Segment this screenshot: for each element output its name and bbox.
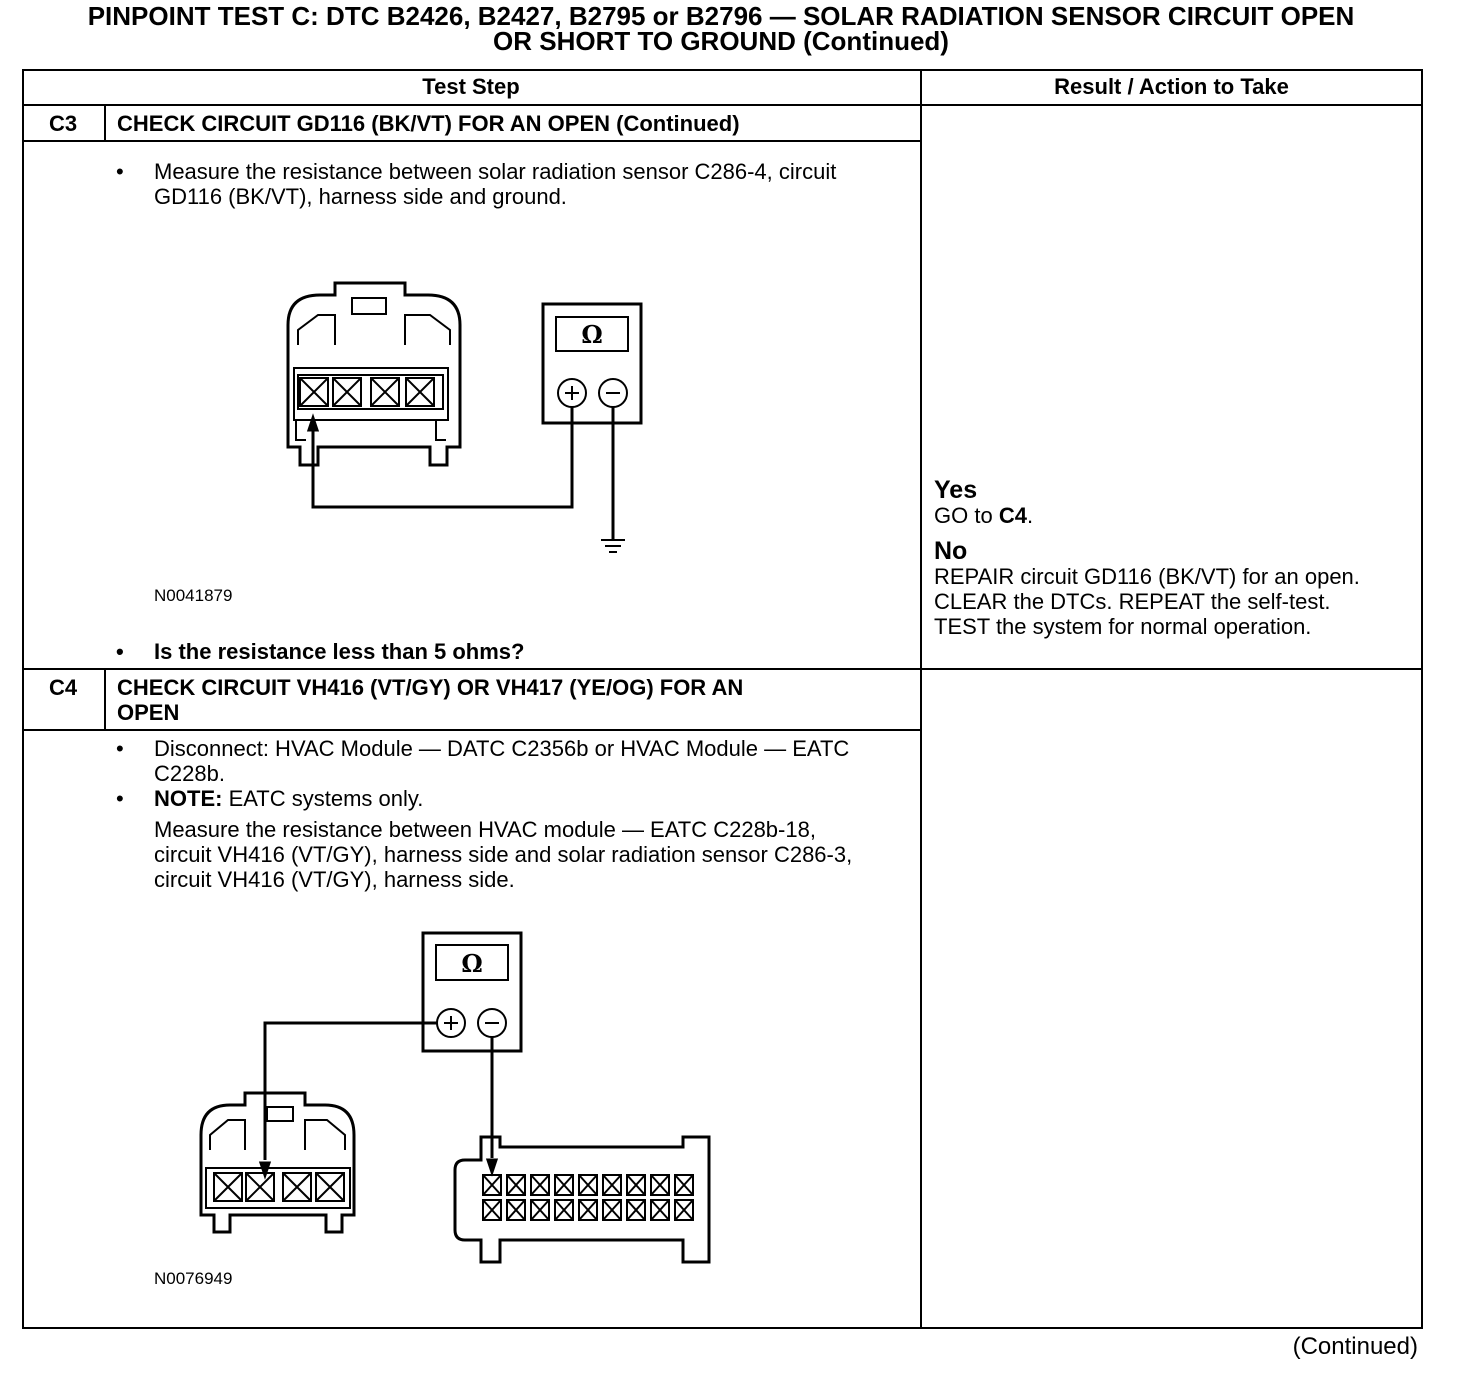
- c3-heading-rule: [22, 140, 922, 142]
- result-yes-text: GO to: [934, 503, 993, 528]
- result-no-label: No: [934, 537, 968, 565]
- title-line-2: OR SHORT TO GROUND (Continued): [493, 26, 949, 56]
- result-no-text: REPAIR circuit GD116 (BK/VT) for an open…: [934, 564, 1360, 639]
- bullet-dot: •: [116, 736, 124, 761]
- c4-heading-rule: [22, 729, 922, 731]
- c4-hvac-connector-illustration: [453, 1135, 711, 1264]
- c4-wiring: [258, 1021, 499, 1180]
- continued-footer: (Continued): [1292, 1333, 1418, 1360]
- step-heading-c4-line2: OPEN: [117, 700, 180, 725]
- column-divider: [920, 69, 922, 1329]
- c3-sensor-connector-illustration: [286, 281, 462, 467]
- ohm-icon: Ω: [461, 949, 482, 978]
- bullet-dot: •: [116, 159, 124, 184]
- result-yes-label: Yes: [934, 476, 978, 504]
- bullet-dot: •: [116, 639, 124, 664]
- c3-question: • Is the resistance less than 5 ohms?: [116, 639, 525, 664]
- row-divider: [22, 668, 1423, 670]
- result-yes-action: GO to C4.: [934, 503, 1033, 528]
- c3-instruction: • Measure the resistance between solar r…: [116, 159, 894, 209]
- c4-note-label: NOTE:: [154, 786, 223, 811]
- ohm-icon: Ω: [581, 320, 602, 349]
- c4-measure-text: Measure the resistance between HVAC modu…: [154, 817, 853, 892]
- c4-figure-id: N0076949: [154, 1269, 233, 1288]
- c3-question-text: Is the resistance less than 5 ohms?: [154, 639, 525, 664]
- test-table: [22, 69, 1423, 1329]
- c4-sensor-connector-illustration: [199, 1091, 356, 1234]
- result-yes-end: .: [1026, 503, 1034, 528]
- step-id-c3: C3: [48, 111, 78, 136]
- col-header-test-step: Test Step: [422, 74, 520, 99]
- step-id-c4: C4: [48, 675, 78, 700]
- c3-figure-id: N0041879: [154, 586, 233, 605]
- c3-wiring: [306, 407, 625, 553]
- step-heading-c4: CHECK CIRCUIT VH416 (VT/GY) OR VH417 (YE…: [117, 675, 743, 725]
- header-rule: [22, 104, 1423, 106]
- c4-id-divider: [104, 668, 106, 730]
- col-header-result: Result / Action to Take: [1054, 74, 1289, 99]
- page-title: PINPOINT TEST C: DTC B2426, B2427, B2795…: [0, 1, 1442, 56]
- c4-disconnect-text: Disconnect: HVAC Module — DATC C2356b or…: [154, 736, 850, 786]
- step-heading-c3: CHECK CIRCUIT GD116 (BK/VT) FOR AN OPEN …: [117, 111, 740, 136]
- step-heading-c4-line1: CHECK CIRCUIT VH416 (VT/GY) OR VH417 (YE…: [117, 675, 744, 700]
- c4-note: • NOTE: EATC systems only.: [116, 786, 424, 811]
- result-yes-target: C4: [998, 503, 1027, 528]
- c4-note-text: EATC systems only.: [228, 786, 424, 811]
- c3-id-divider: [104, 104, 106, 142]
- title-line-1: PINPOINT TEST C: DTC B2426, B2427, B2795…: [87, 1, 1355, 31]
- bullet-dot: •: [116, 786, 124, 811]
- c4-disconnect: • Disconnect: HVAC Module — DATC C2356b …: [116, 736, 884, 786]
- c3-instruction-text: Measure the resistance between solar rad…: [154, 159, 837, 209]
